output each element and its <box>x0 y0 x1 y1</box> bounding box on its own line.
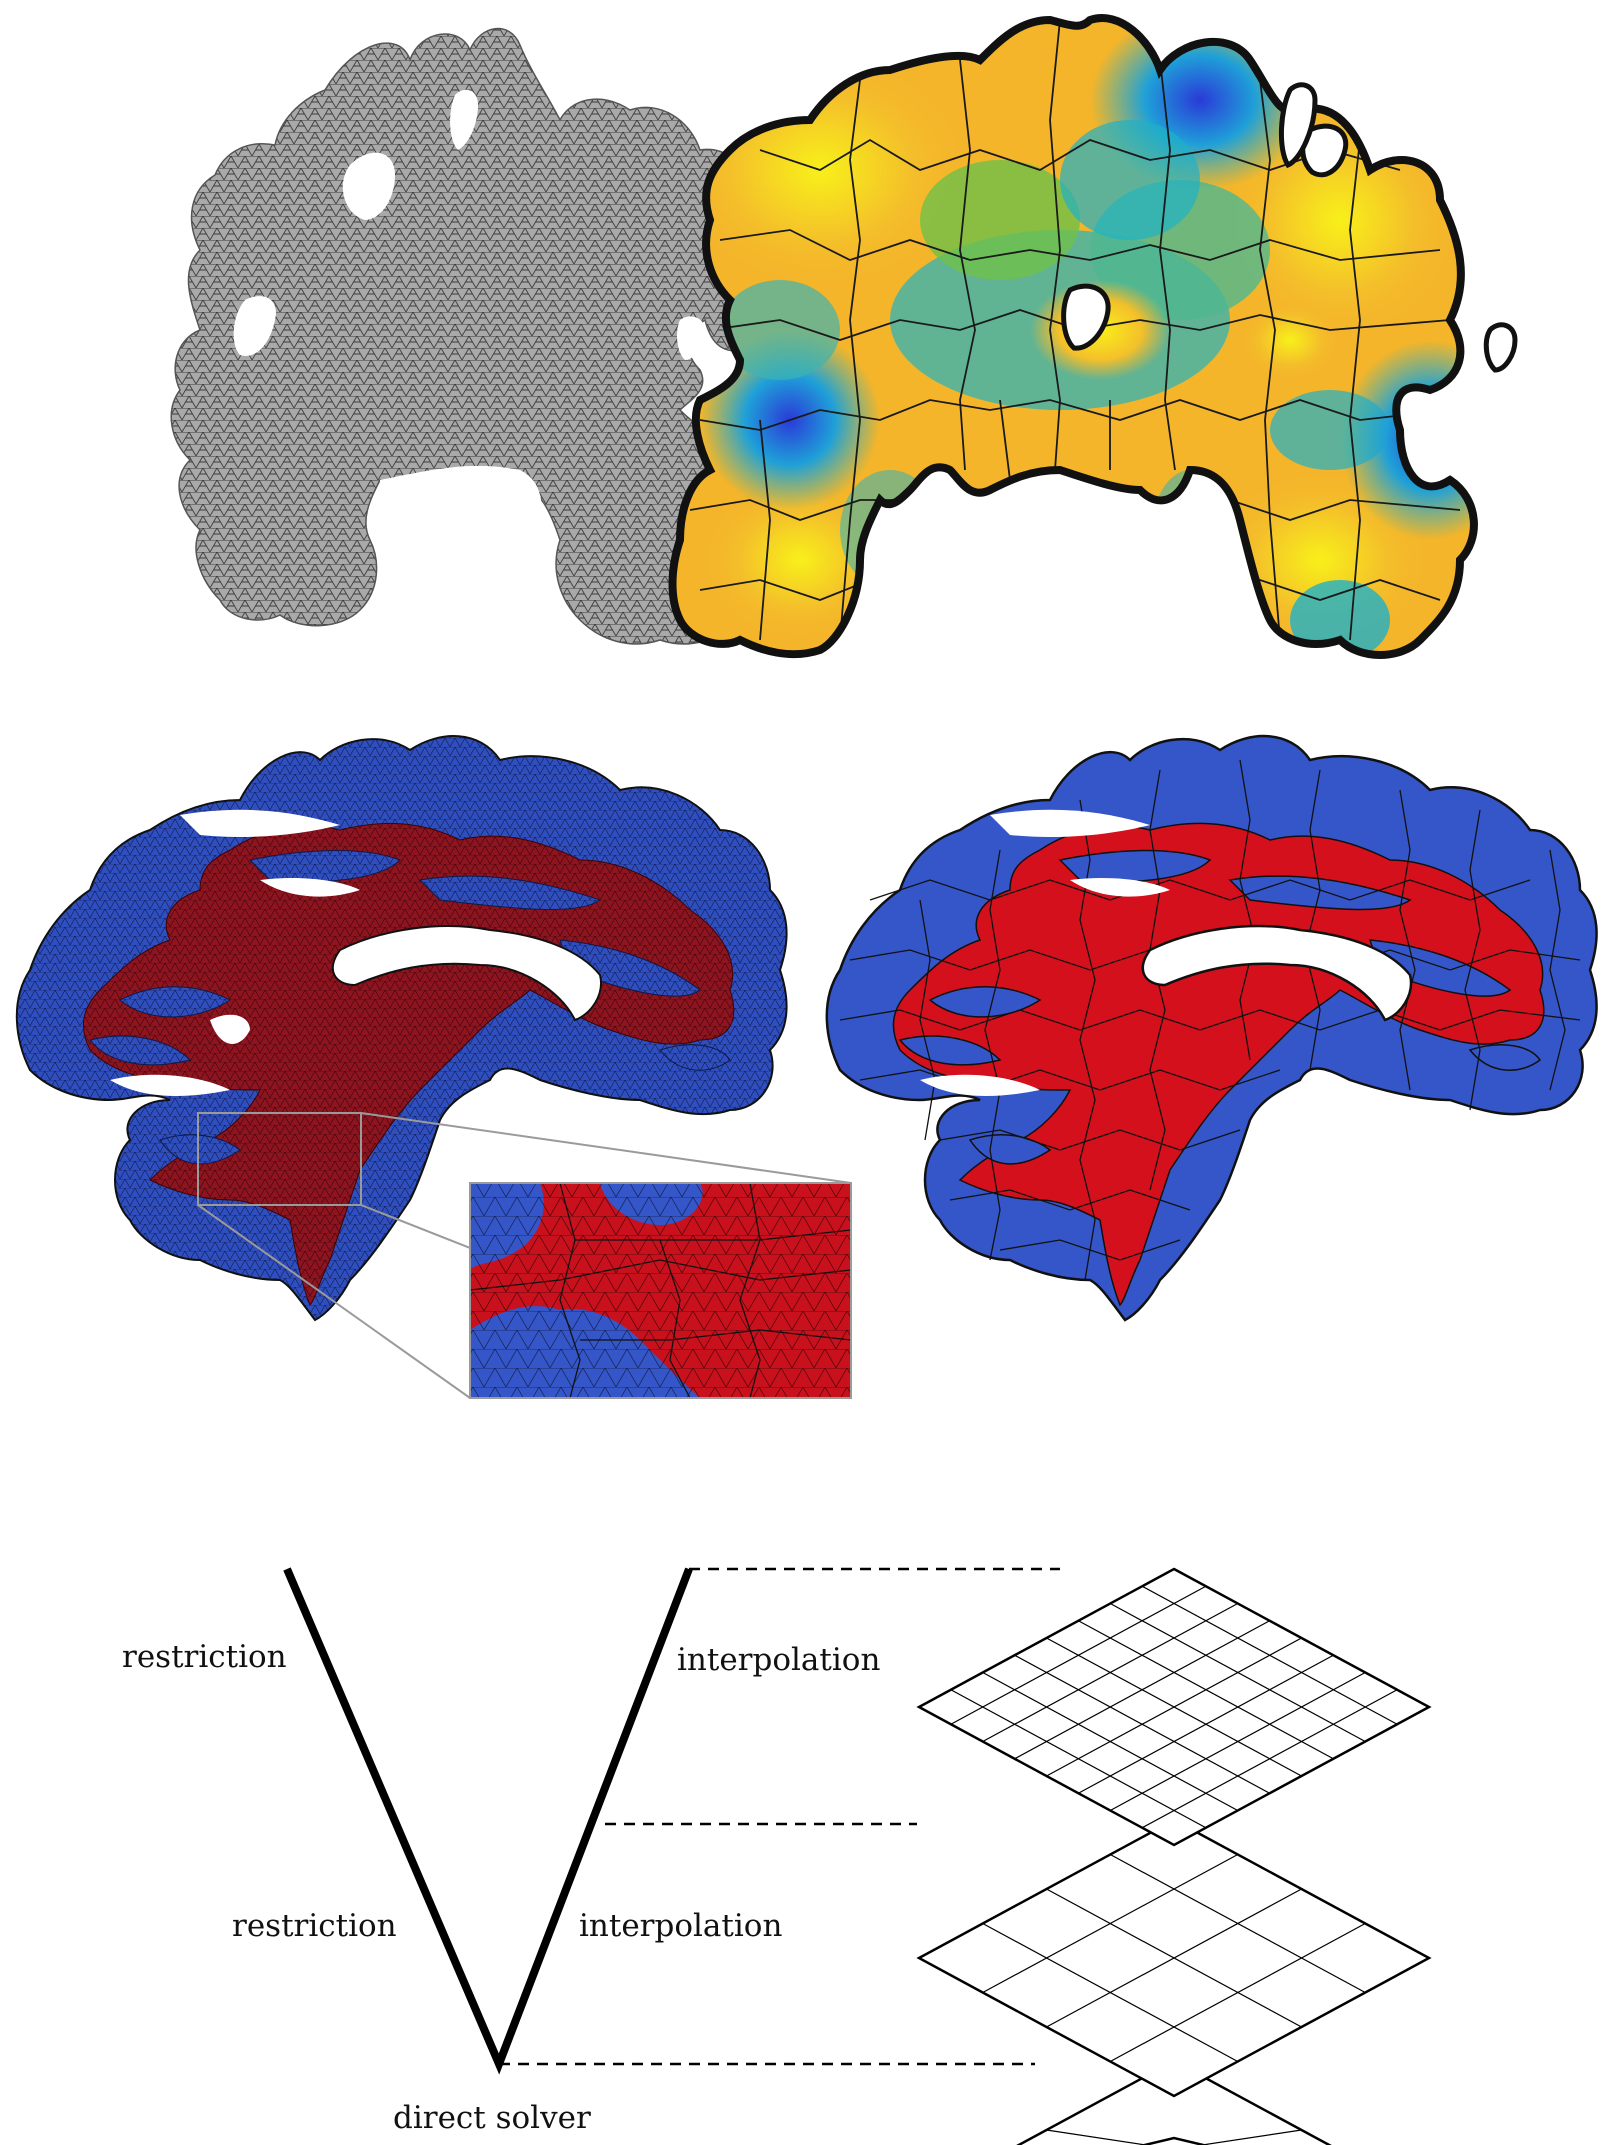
sagittal-partition-panel <box>827 736 1597 1320</box>
grid-medium <box>919 1820 1429 2096</box>
v-cycle-diagram: restriction restriction interpolation in… <box>122 1569 1429 2145</box>
interpolation-label-bottom: interpolation <box>579 1908 782 1944</box>
grid-fine <box>919 1569 1429 1845</box>
coronal-partition-heatmap <box>660 0 1520 680</box>
restriction-label-top: restriction <box>122 1639 287 1675</box>
grid-hierarchy <box>919 1569 1429 2145</box>
v-cycle-line <box>287 1569 689 2064</box>
interpolation-label-top: interpolation <box>677 1642 880 1678</box>
zoom-inset <box>470 1183 851 1398</box>
restriction-label-bottom: restriction <box>232 1908 397 1944</box>
direct-solver-label: direct solver <box>393 2100 591 2136</box>
